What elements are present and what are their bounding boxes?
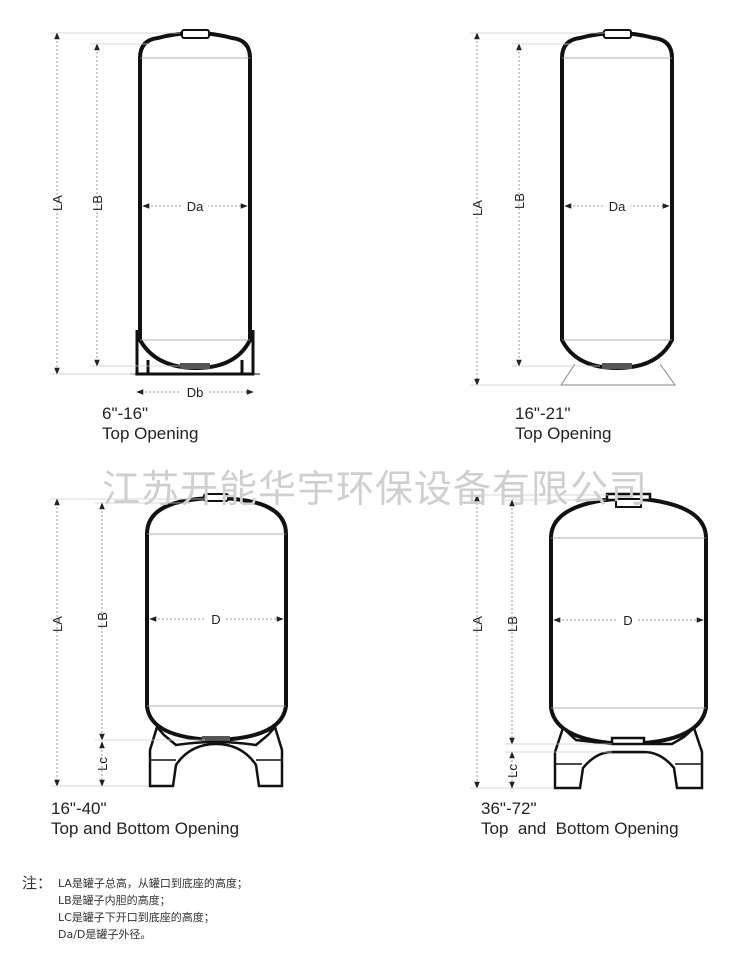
tank-2-bottom-fitting <box>602 363 632 369</box>
notes-label: 注： <box>22 874 53 892</box>
tank-2-la-label: LA <box>470 200 485 216</box>
tank-4-size: 36"-72" <box>481 799 537 818</box>
tank-3-d-label: D <box>211 612 220 627</box>
tank-4-diagram: LA LB Lc D <box>470 492 708 790</box>
tank-4-stand <box>553 725 704 790</box>
tank-4-lc-label: Lc <box>505 764 520 778</box>
tank-1-lb-label: LB <box>90 195 105 211</box>
note-line-lb: LB是罐子内胆的高度； <box>58 894 171 907</box>
tank-3-stand <box>148 724 284 788</box>
tank-1-size: 6"-16" <box>102 404 149 423</box>
tank-2-top-opening <box>603 29 632 39</box>
tank-3-diagram: LA LB Lc D <box>50 493 288 788</box>
note-line-la: LA是罐子总高，从罐口到底座的高度； <box>58 877 248 890</box>
tank-2-lb-label: LB <box>512 193 527 209</box>
tank-3-opening: Top and Bottom Opening <box>51 819 240 838</box>
tank-1-bottom-fitting <box>180 363 210 369</box>
note-line-diameter: Da/D是罐子外径。 <box>58 928 152 941</box>
note-line-lc: LC是罐子下开口到底座的高度； <box>58 911 215 924</box>
tank-1-db-label: Db <box>187 385 204 400</box>
tank-1-la-label: LA <box>50 195 65 211</box>
tank-3-la-label: LA <box>50 616 65 632</box>
tank-2-base <box>560 363 676 386</box>
tank-1-opening: Top Opening <box>102 424 199 443</box>
company-watermark: 江苏开能华宇环保设备有限公司 <box>101 467 648 511</box>
tank-1-top-opening <box>181 29 210 39</box>
tank-3-bottom-opening <box>202 736 230 742</box>
tank-3-lc-label: Lc <box>95 757 110 771</box>
tank-1-diagram: LA LB Da Db <box>50 29 260 400</box>
tank-2-da-label: Da <box>609 199 626 214</box>
tank-2-diagram: LA LB Da <box>470 29 676 386</box>
tank-3-size: 16"-40" <box>51 799 107 818</box>
tank-3-caption: 16"-40" Top and Bottom Opening <box>51 799 239 839</box>
tank-3-lb-label: LB <box>95 612 110 628</box>
tank-4-d-label: D <box>623 613 632 628</box>
tank-4-lb-label: LB <box>505 616 520 632</box>
tank-1-da-label: Da <box>187 199 204 214</box>
tank-2-size: 16"-21" <box>515 404 571 423</box>
tank-4-la-label: LA <box>470 616 485 632</box>
tank-4-caption: 36"-72" Top and Bottom Opening <box>481 799 679 839</box>
tank-2-opening: Top Opening <box>515 424 612 443</box>
tank-3-top-opening <box>203 493 229 502</box>
tank-1-caption: 6"-16" Top Opening <box>102 404 198 444</box>
tank-4-opening: Top and Bottom Opening <box>481 819 679 838</box>
tank-2-caption: 16"-21" Top Opening <box>515 404 611 444</box>
